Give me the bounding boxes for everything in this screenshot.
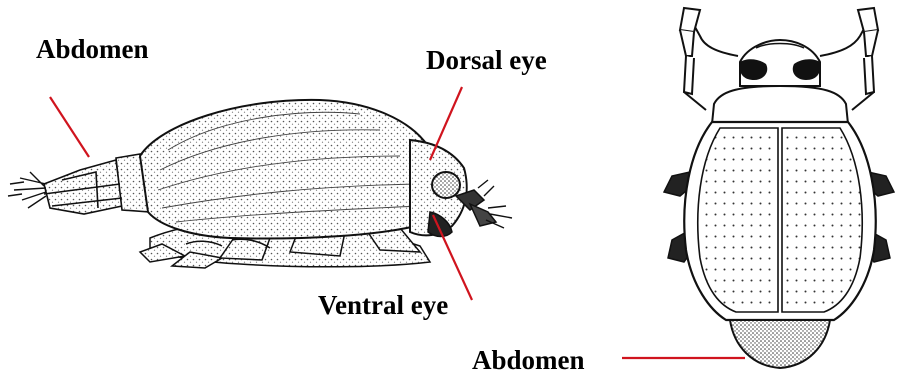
side-view-tail-bristles [8,172,46,208]
side-view-dorsal-eye [432,172,460,198]
dorsal-eye-label: Dorsal eye [426,47,547,74]
abdomen-label-right: Abdomen [472,347,585,374]
dorsal-view-beetle [664,8,894,368]
side-view-elytron [140,100,433,239]
dorsal-view-abdomen-tip [730,320,830,368]
ventral-eye-leader [433,215,472,300]
dorsal-view-right-elytron [782,128,862,312]
dorsal-view-pronotum [712,86,848,124]
side-view-abdomen [44,154,150,214]
dorsal-eye-leader [430,87,462,160]
abdomen-left-leader [50,97,89,157]
side-view-beetle [8,100,512,268]
ventral-eye-label: Ventral eye [318,292,448,319]
abdomen-label-left: Abdomen [36,36,149,63]
dorsal-view-left-elytron [698,128,778,312]
